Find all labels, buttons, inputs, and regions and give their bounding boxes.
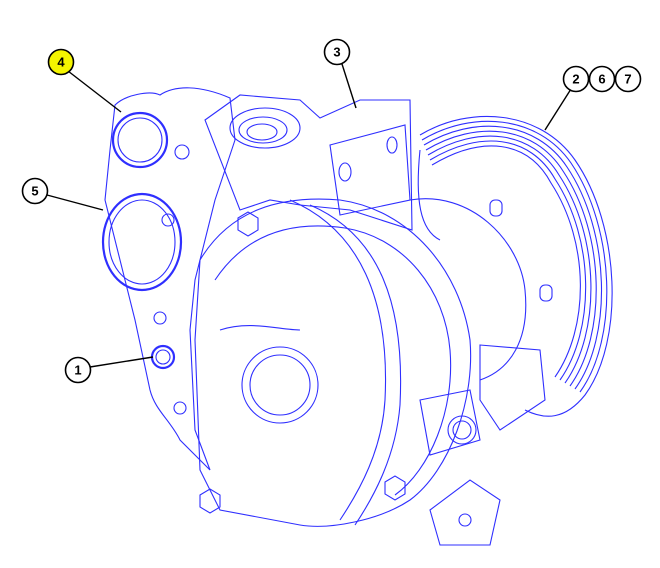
svg-text:4: 4 [57, 55, 65, 70]
pump-housing [194, 94, 546, 546]
callout-5[interactable]: 5 [21, 177, 49, 205]
svg-text:5: 5 [31, 184, 38, 199]
oring-part-4 [111, 111, 169, 169]
callout-4[interactable]: 4 [47, 48, 75, 76]
callout-1[interactable]: 1 [64, 356, 92, 384]
callout-7[interactable]: 7 [614, 65, 642, 93]
svg-text:2: 2 [572, 72, 579, 87]
callout-6[interactable]: 6 [588, 65, 616, 93]
svg-text:7: 7 [624, 72, 631, 87]
oring-part-1 [150, 344, 176, 370]
callout-2[interactable]: 2 [562, 65, 590, 93]
svg-text:1: 1 [74, 363, 81, 378]
callout-3[interactable]: 3 [323, 38, 351, 66]
back-plate [101, 87, 236, 471]
svg-text:6: 6 [598, 72, 605, 87]
svg-text:3: 3 [333, 45, 340, 60]
pump-drawing [101, 87, 613, 546]
oring-part-5 [101, 192, 183, 292]
leader-lines [46, 63, 572, 368]
pulley [417, 115, 613, 417]
